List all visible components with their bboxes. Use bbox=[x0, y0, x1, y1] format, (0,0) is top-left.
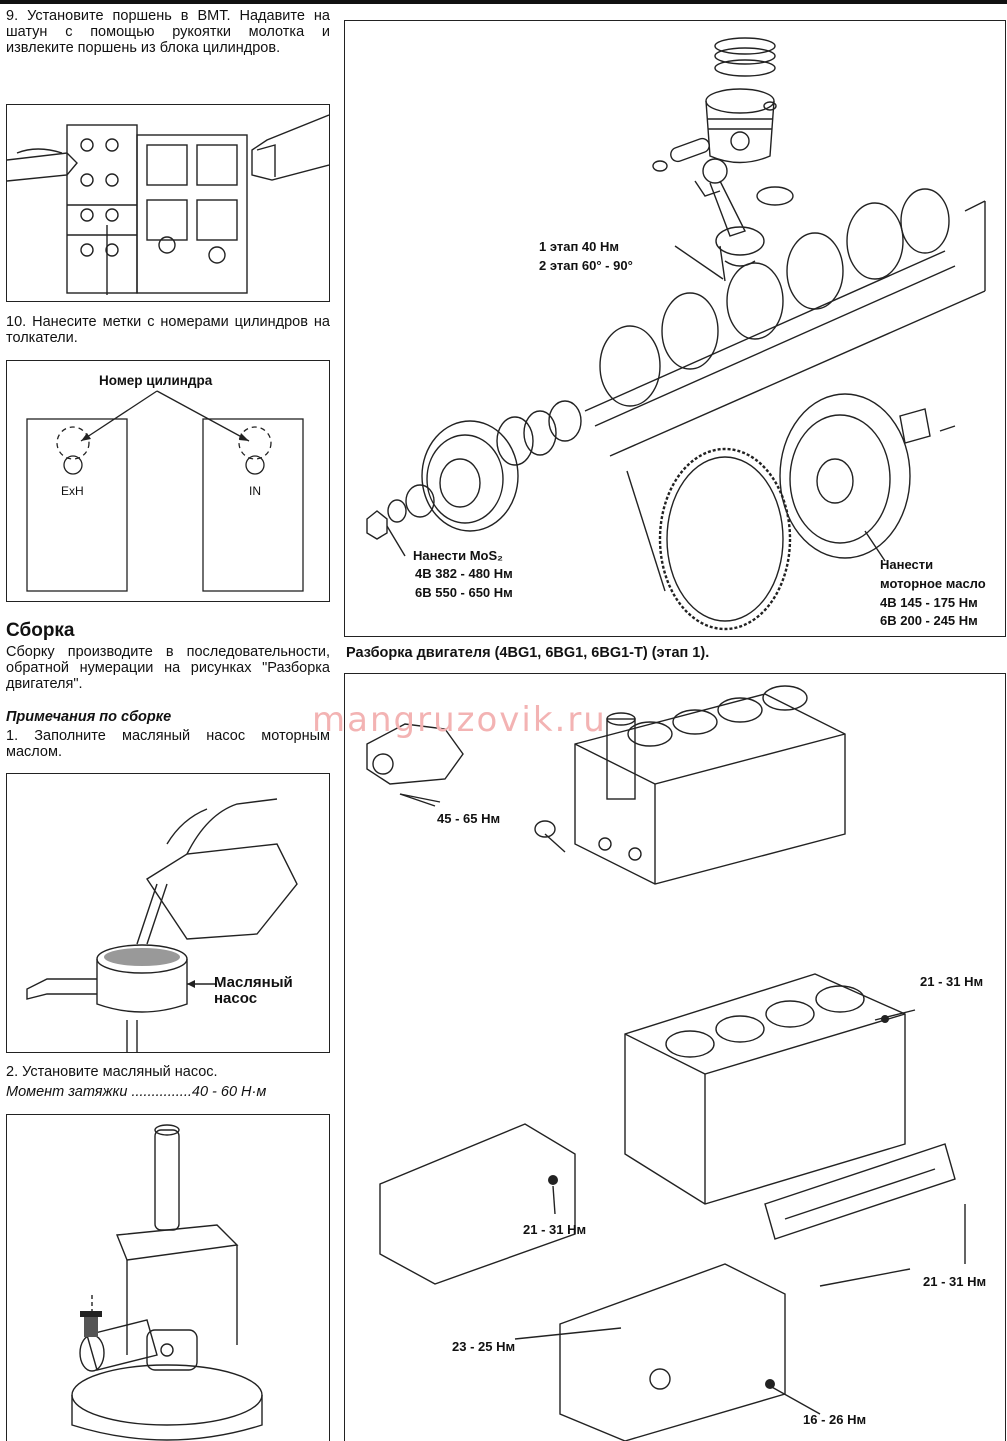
stage-1-label: 1 этап 40 Нм bbox=[539, 239, 619, 254]
assembly-heading: Сборка bbox=[6, 620, 75, 641]
oil-6b-torque: 6В 200 - 245 Нм bbox=[880, 613, 978, 628]
oil-4b-torque: 4В 145 - 175 Нм bbox=[880, 595, 978, 610]
figure-oil-pump-install bbox=[6, 1114, 330, 1441]
watermark: mangruzovik.ru bbox=[312, 700, 607, 740]
step-10-text: 10. Нанесите метки с номерами цилиндров … bbox=[6, 314, 330, 346]
figure-oil-pump-fill: Масляный насос bbox=[6, 773, 330, 1053]
figure-cylinder-marks: Номер цилиндра ExH IN bbox=[6, 360, 330, 602]
torque-oil-pump: 45 - 65 Нм bbox=[437, 811, 501, 826]
oil-label-1: Нанести bbox=[880, 557, 934, 572]
step-9-text: 9. Установите поршень в ВМТ. Надавите на… bbox=[6, 8, 330, 56]
torque-lower-left: 23 - 25 Нм bbox=[452, 1339, 516, 1354]
in-label: IN bbox=[249, 484, 261, 498]
torque-lower-bottom: 16 - 26 Нм bbox=[803, 1412, 867, 1427]
torque-block-top: 21 - 31 Нм bbox=[920, 974, 984, 989]
notes-heading: Примечания по сборке bbox=[6, 709, 172, 725]
mos2-6b-torque: 6В 550 - 650 Нм bbox=[415, 585, 513, 600]
torque-line: Момент затяжки ...............40 - 60 Н·… bbox=[6, 1084, 267, 1100]
oil-pump-label-2: насос bbox=[214, 990, 258, 1007]
figure-caption: Разборка двигателя (4BG1, 6BG1, 6BG1-T) … bbox=[346, 645, 710, 661]
cylinder-number-label: Номер цилиндра bbox=[99, 373, 213, 388]
figure-piston-removal bbox=[6, 104, 330, 302]
torque-side-cover: 21 - 31 Нм bbox=[923, 1274, 987, 1289]
figure-block-exploded: 45 - 65 Нм 21 - 31 Нм 21 - 31 Нм 21 - 31… bbox=[344, 673, 1006, 1441]
oil-label-2: моторное масло bbox=[880, 576, 986, 591]
note-2-text: 2. Установите масляный насос. bbox=[6, 1064, 218, 1080]
stage-2-label: 2 этап 60° - 90° bbox=[539, 258, 633, 273]
oil-pump-label-1: Масляный bbox=[214, 974, 293, 991]
mos2-4b-torque: 4В 382 - 480 Нм bbox=[415, 566, 513, 581]
torque-block-left: 21 - 31 Нм bbox=[523, 1222, 587, 1237]
page-top-rule bbox=[0, 0, 1007, 4]
assembly-text: Сборку производите в последовательности,… bbox=[6, 644, 330, 692]
note-1-text: 1. Заполните масляный насос моторным мас… bbox=[6, 728, 330, 760]
mos2-label: Нанести MoS₂ bbox=[413, 548, 503, 563]
exh-label: ExH bbox=[61, 484, 84, 498]
figure-crankshaft-exploded: 1 этап 40 Нм 2 этап 60° - 90° Нанести Mo… bbox=[344, 20, 1006, 637]
